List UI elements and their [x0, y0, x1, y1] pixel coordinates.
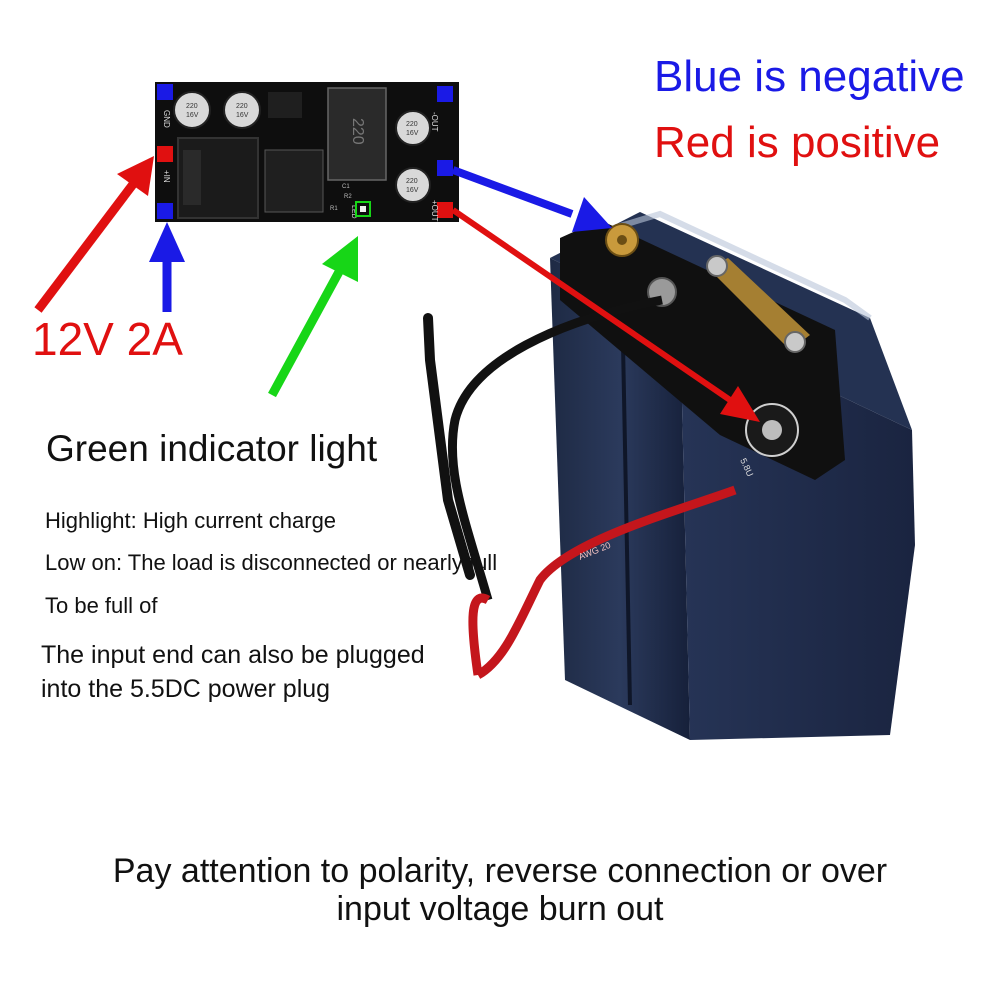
svg-text:220: 220: [236, 103, 248, 110]
red-arrow: [34, 156, 154, 313]
label-in-plus: +IN: [162, 170, 171, 183]
output-wires: AWG 20: [423, 295, 737, 679]
red-arrow: [451, 207, 760, 422]
indicator-note: Highlight: High current charge: [45, 508, 337, 533]
green-led: [355, 201, 371, 217]
capacitor-3: [395, 110, 431, 146]
label-led: LED: [350, 205, 357, 219]
indicator-note: Low on: The load is disconnected or near…: [45, 550, 498, 575]
charger-module: 220 16V 220 16V 220 16V 220 16V 220 GND …: [155, 82, 459, 222]
svg-text:220: 220: [406, 178, 418, 185]
pad-in-minus: [157, 203, 173, 219]
label-out-minus: -OUT: [430, 112, 439, 132]
svg-text:220: 220: [406, 121, 418, 128]
svg-text:16V: 16V: [406, 130, 419, 137]
plug-note-line: The input end can also be plugged: [41, 641, 425, 669]
svg-text:R2: R2: [344, 194, 352, 200]
capacitor-4: [395, 167, 431, 203]
legend-blue-negative: Blue is negative: [654, 52, 965, 101]
pad-gnd: [157, 84, 173, 100]
plug-note: The input end can also be plugged into t…: [41, 638, 425, 706]
legend-red-positive: Red is positive: [654, 118, 941, 167]
regulator-ic: [264, 149, 324, 213]
brass-busbar: [708, 258, 810, 350]
blue-arrow: [451, 166, 612, 232]
svg-text:16V: 16V: [406, 187, 419, 194]
indicator-title: Green indicator light: [46, 428, 378, 469]
svg-text:C1: C1: [342, 184, 350, 190]
pad-out-minus: [437, 160, 453, 176]
label-gnd: GND: [162, 110, 171, 128]
input-spec-label: 12V 2A: [32, 313, 183, 365]
polarity-warning: Pay attention to polarity, reverse conne…: [0, 852, 1000, 928]
label-out-plus: +OUT: [430, 200, 439, 222]
capacitor-1: [173, 91, 211, 129]
svg-text:16V: 16V: [236, 112, 249, 119]
green-arrow: [268, 236, 358, 398]
pad-out-plus: [437, 202, 453, 218]
pad-out-minus-top: [437, 86, 453, 102]
svg-text:R1: R1: [330, 206, 338, 212]
pad-in-plus: [157, 146, 173, 162]
svg-text:220: 220: [186, 103, 198, 110]
warning-line: input voltage burn out: [336, 890, 664, 928]
svg-text:16V: 16V: [186, 112, 199, 119]
svg-text:220: 220: [349, 118, 366, 145]
capacitor-2: [223, 91, 261, 129]
battery-pack: 5.8U: [550, 210, 915, 740]
warning-line: Pay attention to polarity, reverse conne…: [112, 852, 888, 890]
plug-note-line: into the 5.5DC power plug: [41, 675, 331, 703]
blue-arrow: [149, 222, 185, 312]
indicator-note: To be full of: [45, 593, 158, 618]
inductor: [327, 87, 387, 181]
